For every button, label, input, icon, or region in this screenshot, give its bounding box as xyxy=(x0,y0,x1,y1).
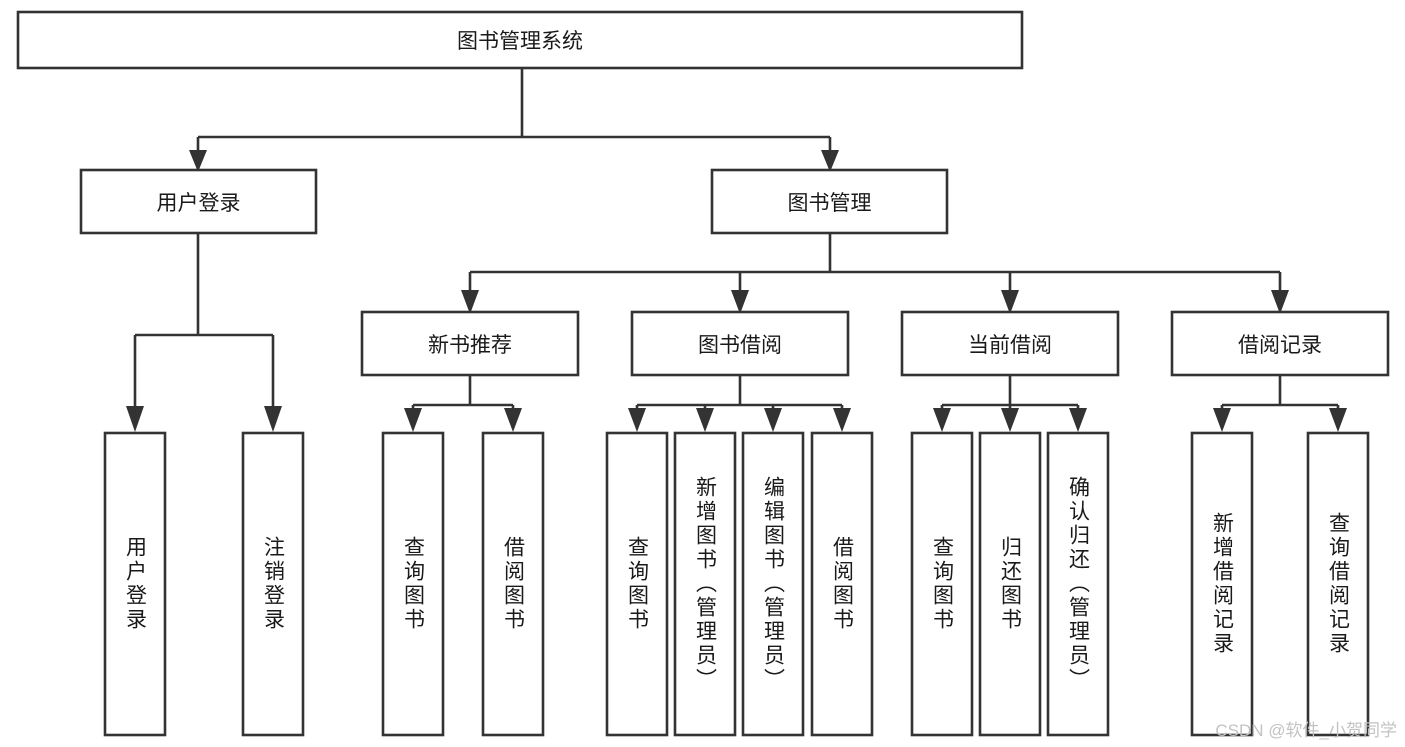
node-box-borrow-2[interactable] xyxy=(673,431,737,737)
arrow-root-to-login xyxy=(189,150,207,172)
arrow-borrow-to-leaf-4 xyxy=(833,408,851,432)
edge-bookmgmt-bus xyxy=(468,233,1282,292)
arrow-current-to-leaf-1 xyxy=(933,408,951,432)
edge-root-bus xyxy=(196,68,832,152)
node-box-records-2[interactable] xyxy=(1306,431,1370,737)
node-box-login-1[interactable] xyxy=(103,431,167,737)
node-box-borrow-3[interactable] xyxy=(741,431,805,737)
node-box-current[interactable] xyxy=(900,310,1120,377)
arrow-borrow-to-leaf-2 xyxy=(696,408,714,432)
arrow-current-to-leaf-2 xyxy=(1001,408,1019,432)
arrow-bookmgmt-to-records xyxy=(1271,290,1289,314)
arrow-newbook-to-leaf-2 xyxy=(504,408,522,432)
edge-login-bus xyxy=(133,233,275,408)
node-box-newbook-1[interactable] xyxy=(381,431,445,737)
arrow-bookmgmt-to-newbook xyxy=(461,290,479,314)
arrow-records-to-leaf-2 xyxy=(1329,408,1347,432)
edge-current-bus xyxy=(940,375,1080,410)
node-box-records-1[interactable] xyxy=(1190,431,1254,737)
arrow-current-to-leaf-3 xyxy=(1069,408,1087,432)
edge-borrow-bus xyxy=(635,375,844,410)
edge-records-bus xyxy=(1220,375,1340,410)
arrow-records-to-leaf-1 xyxy=(1213,408,1231,432)
arrow-newbook-to-leaf-1 xyxy=(404,408,422,432)
node-box-borrow[interactable] xyxy=(630,310,850,377)
node-box-borrow-4[interactable] xyxy=(810,431,874,737)
arrow-bookmgmt-to-borrow xyxy=(731,290,749,314)
node-box-root[interactable] xyxy=(16,10,1024,70)
node-box-layer xyxy=(16,10,1390,737)
node-box-records[interactable] xyxy=(1170,310,1390,377)
arrow-bookmgmt-to-current xyxy=(1001,290,1019,314)
connector-layer xyxy=(126,68,1347,432)
node-box-login[interactable] xyxy=(79,168,318,235)
node-box-bookmgmt[interactable] xyxy=(710,168,949,235)
arrow-borrow-to-leaf-3 xyxy=(764,408,782,432)
edge-newbook-bus xyxy=(411,375,515,410)
arrow-borrow-to-leaf-1 xyxy=(628,408,646,432)
arrow-login-to-leaf-1 xyxy=(126,406,144,432)
node-box-login-2[interactable] xyxy=(241,431,305,737)
node-box-current-2[interactable] xyxy=(978,431,1042,737)
node-box-newbook[interactable] xyxy=(360,310,580,377)
node-box-current-3[interactable] xyxy=(1046,431,1110,737)
arrow-root-to-bookmgmt xyxy=(821,150,839,172)
arrow-login-to-leaf-2 xyxy=(264,406,282,432)
node-box-newbook-2[interactable] xyxy=(481,431,545,737)
csdn-watermark: CSDN @软件_小贺同学 xyxy=(1215,721,1397,740)
node-box-current-1[interactable] xyxy=(910,431,974,737)
node-box-borrow-1[interactable] xyxy=(605,431,669,737)
